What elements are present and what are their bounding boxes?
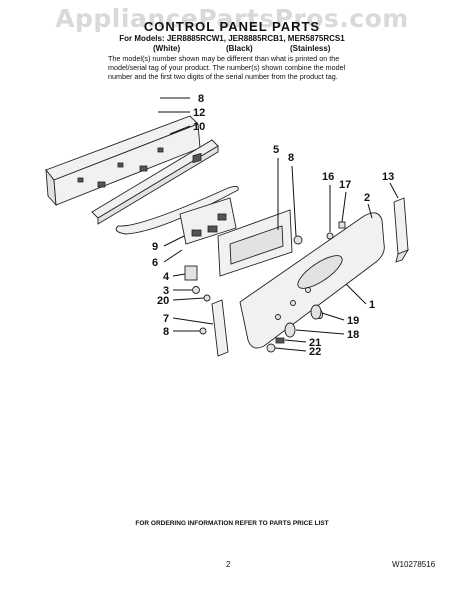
callout-8-c: 8: [163, 326, 169, 338]
part-10-strip: [91, 139, 219, 225]
callout-2: 2: [364, 192, 370, 204]
part-19-18-knobs: [284, 304, 322, 338]
part-8-screw-lower: [199, 327, 207, 335]
part-8-screw-upper: [293, 235, 303, 245]
callout-8-a: 8: [198, 93, 204, 105]
model-note: The model(s) number shown may be differe…: [108, 54, 346, 81]
callout-5: 5: [273, 144, 279, 156]
callout-12: 12: [193, 107, 205, 119]
callout-3: 3: [163, 285, 169, 297]
part-9-trim: [115, 185, 239, 235]
color-stainless: (Stainless): [290, 44, 331, 53]
part-12-rear-bracket: [45, 115, 201, 207]
callout-13: 13: [382, 171, 394, 183]
part-7-left-bracket: [211, 299, 229, 357]
callout-16: 16: [322, 171, 334, 183]
part-3-screw: [192, 286, 200, 294]
callout-7: 7: [163, 313, 169, 325]
page-number: 2: [226, 560, 231, 569]
color-black: (Black): [226, 44, 253, 53]
part-13-side-bracket: [393, 197, 410, 263]
color-white: (White): [153, 44, 181, 53]
callout-8-b: 8: [288, 152, 294, 164]
callout-10: 10: [193, 121, 205, 133]
models-line: For Models: JER8885RCW1, JER8885RCB1, ME…: [119, 34, 345, 43]
callout-21: 21: [309, 337, 321, 349]
callout-22: 22: [309, 346, 321, 358]
callout-17: 17: [339, 179, 351, 191]
part-6-control-board: [179, 152, 237, 245]
callout-4: 4: [163, 271, 170, 283]
document-number: W10278516: [392, 560, 436, 569]
part-4-switch: [184, 265, 198, 281]
leader-lines: [158, 97, 399, 352]
part-20-screw: [203, 294, 211, 302]
callout-19: 19: [347, 315, 359, 327]
part-5-display-panel: [217, 209, 293, 277]
callout-20: 20: [157, 295, 169, 307]
callout-18: 18: [347, 329, 359, 341]
ordering-note: FOR ORDERING INFORMATION REFER TO PARTS …: [135, 520, 329, 527]
callout-6: 6: [152, 257, 158, 269]
watermark: AppliancePartsPros.com: [55, 4, 409, 33]
callout-1: 1: [369, 299, 375, 311]
page-title: CONTROL PANEL PARTS: [143, 19, 321, 34]
callout-9: 9: [152, 241, 158, 253]
